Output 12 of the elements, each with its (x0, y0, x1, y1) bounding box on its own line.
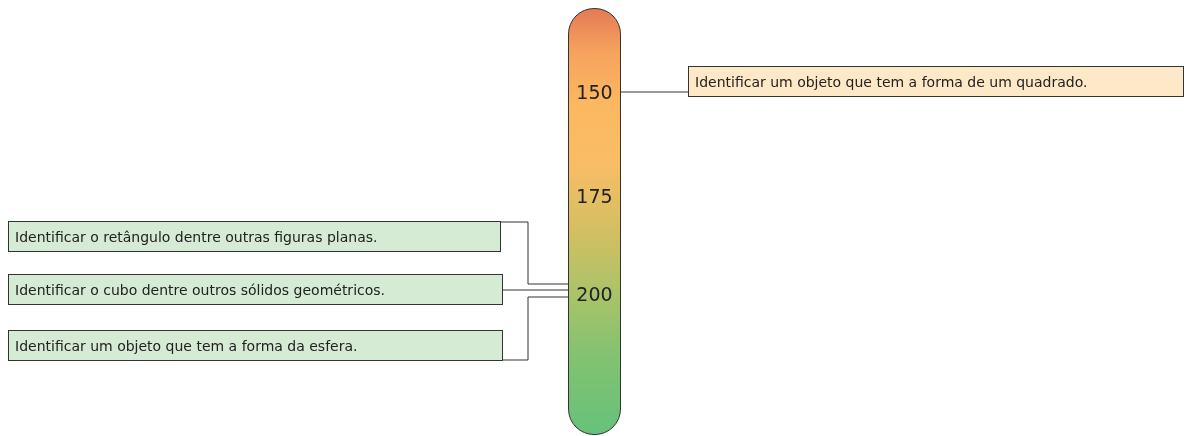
scale-value: 200 (576, 284, 613, 304)
scale-bar (568, 8, 621, 435)
connector-line (619, 91, 689, 93)
skill-box: Identificar o cubo dentre outros sólidos geométricos. (8, 274, 503, 305)
skill-box: Identificar um objeto que tem a forma de um quadrado. (688, 66, 1184, 97)
skill-box: Identificar o retângulo dentre outras figuras planas. (8, 221, 501, 252)
scale-value: 150 (576, 82, 613, 102)
connector-line (500, 221, 570, 285)
connector-line (502, 296, 570, 361)
scale-value: 175 (576, 186, 613, 206)
connector-line (502, 289, 570, 291)
skill-box: Identificar um objeto que tem a forma da esfera. (8, 330, 503, 361)
